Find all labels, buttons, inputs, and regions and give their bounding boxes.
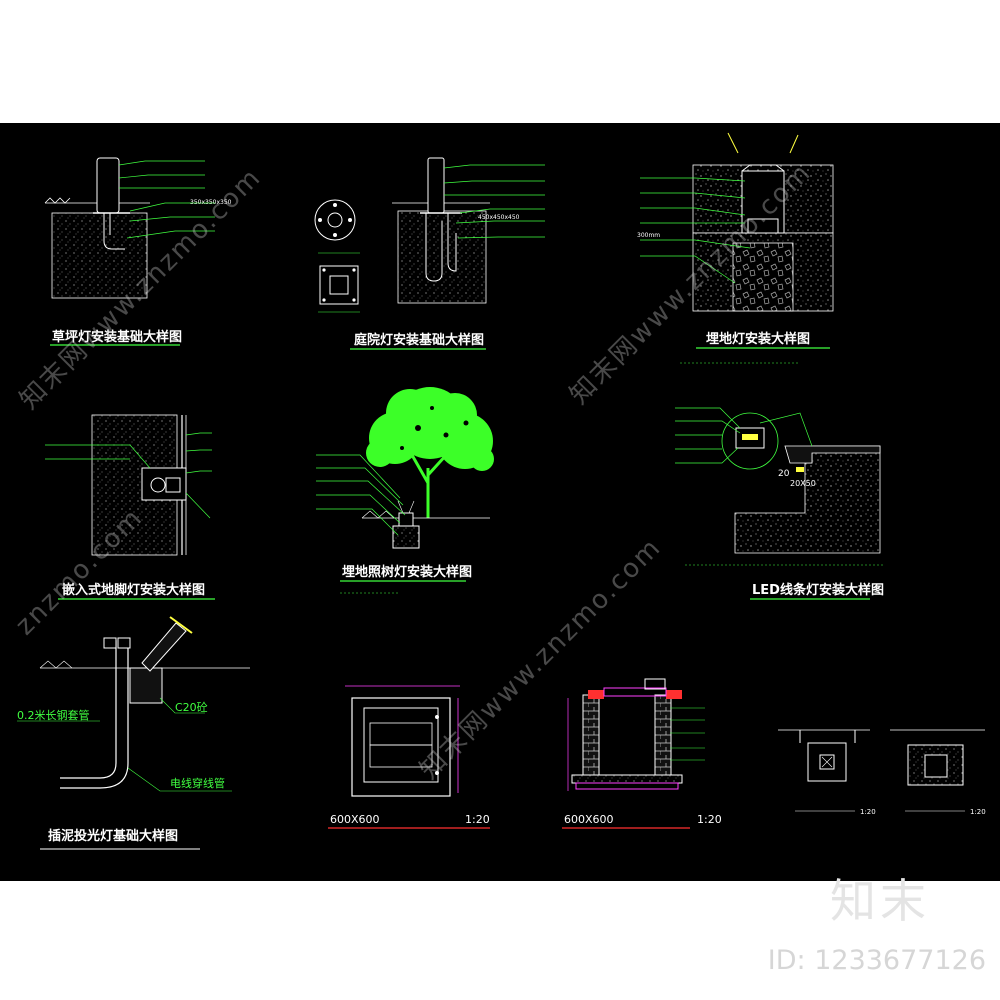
garden-foundation-dim: 450x450x450 bbox=[478, 214, 520, 221]
cad-drawing-canvas: 350x350x350 草坪灯安装基础大样图 450x450x450 bbox=[0, 123, 1000, 881]
section-scale: 1:20 bbox=[697, 813, 722, 826]
junction-box-details: 1:20 1:20 bbox=[778, 729, 986, 816]
lawn-light-title: 草坪灯安装基础大样图 bbox=[52, 329, 182, 345]
tree-light-title: 埋地照树灯安装大样图 bbox=[342, 564, 472, 580]
junction-scale-2: 1:20 bbox=[970, 808, 986, 816]
pit-section-detail: 600X600 1:20 bbox=[562, 678, 722, 829]
garden-light-title: 庭院灯安装基础大样图 bbox=[354, 332, 484, 348]
spike-light-detail: 0.2米长钢套管 C20砼 电线穿线管 插泥投光灯基础大样图 bbox=[17, 616, 250, 850]
spike-light-title: 插泥投光灯基础大样图 bbox=[48, 828, 178, 844]
tree-light-detail: 埋地照树灯安装大样图 bbox=[316, 387, 494, 594]
led-light-title: LED线条灯安装大样图 bbox=[752, 582, 884, 598]
plan-title: 600X600 bbox=[330, 813, 380, 826]
lawn-foundation-dim: 350x350x350 bbox=[190, 199, 232, 206]
lawn-light-detail: 350x350x350 草坪灯安装基础大样图 bbox=[44, 157, 232, 346]
wall-light-detail: 嵌入式地脚灯安装大样图 bbox=[45, 414, 215, 600]
brand-logo: 知末 bbox=[830, 874, 930, 928]
pit-plan-detail: 600X600 1:20 bbox=[328, 685, 490, 829]
buried-light-detail: 300mm 埋地灯安装大样图 bbox=[637, 132, 834, 364]
spike-steel-pipe: 0.2米长钢套管 bbox=[17, 708, 90, 722]
image-id-label: ID: 1233677126 bbox=[767, 945, 986, 976]
buried-light-title: 埋地灯安装大样图 bbox=[706, 331, 810, 347]
garden-light-detail: 450x450x450 庭院灯安装基础大样图 bbox=[314, 157, 545, 350]
junction-scale-1: 1:20 bbox=[860, 808, 876, 816]
spike-conduit: 电线穿线管 bbox=[170, 776, 225, 790]
led-dim-label: 20 bbox=[778, 469, 790, 479]
plan-scale: 1:20 bbox=[465, 813, 490, 826]
cad-drawing: 350x350x350 草坪灯安装基础大样图 450x450x450 bbox=[17, 132, 986, 850]
spike-concrete: C20砼 bbox=[175, 701, 208, 714]
led-light-detail: 20 20X50 LED线条灯安装大样图 bbox=[675, 407, 885, 600]
wall-light-title: 嵌入式地脚灯安装大样图 bbox=[62, 582, 205, 598]
section-title: 600X600 bbox=[564, 813, 614, 826]
led-dim-label-2: 20X50 bbox=[790, 479, 816, 488]
buried-depth-dim: 300mm bbox=[637, 232, 660, 239]
